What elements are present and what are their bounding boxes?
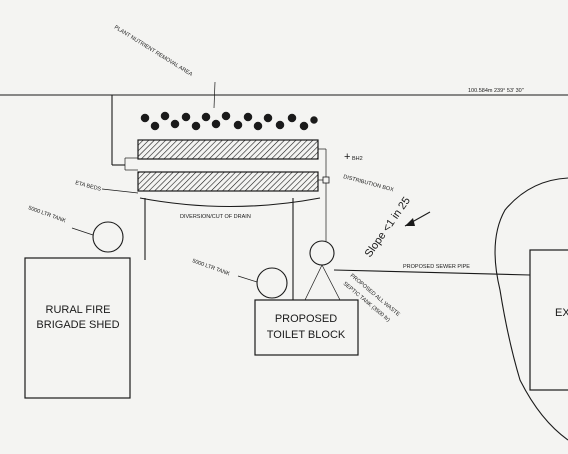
plant-area-leader <box>213 81 216 109</box>
eta-beds <box>124 139 319 192</box>
sewer-pipe-label: PROPOSED SEWER PIPE <box>403 264 470 270</box>
eta-bed-lower <box>137 171 319 192</box>
rural-fire-brigade-shed <box>24 257 131 399</box>
diversion-drain-label: DIVERSION/CUT OF DRAIN <box>180 214 251 220</box>
plant-area-label: PLANT NUTRIENT REMOVAL AREA <box>113 25 194 78</box>
survey-bearing-label: 100.584m 239° 53' 30" <box>468 88 524 94</box>
slope-indicator: Slope <1 in 25 <box>363 195 431 260</box>
toilet-block-label-line2: TOILET BLOCK <box>267 329 346 341</box>
tank-5000-left-leader <box>71 227 94 236</box>
tank-5000-mid-label: 5000 LTR TANK <box>191 258 230 277</box>
septic-tank <box>309 240 335 266</box>
diversion-drain <box>139 197 321 208</box>
tank-5000-mid <box>256 267 288 299</box>
existing-tree-outline <box>494 177 568 441</box>
proposed-toilet-block <box>254 299 359 356</box>
eta-beds-label: ETA BEDS <box>74 180 101 193</box>
proposed-sewer-pipe <box>333 269 531 276</box>
plant-shrubs <box>140 111 318 131</box>
bh2-label: BH2 <box>352 156 363 162</box>
rural-fire-label-line1: RURAL FIRE <box>46 304 111 316</box>
bh2-marker: + <box>344 151 350 163</box>
distribution-box <box>322 176 330 184</box>
eta-beds-leader <box>101 188 139 194</box>
tank-5000-mid-leader <box>237 275 258 283</box>
rural-fire-label-line2: BRIGADE SHED <box>36 319 119 331</box>
tank-5000-left <box>92 221 124 253</box>
slope-label: Slope <1 in 25 <box>363 195 413 260</box>
distribution-box-label: DISTRIBUTION BOX <box>342 174 394 193</box>
existing-building-label: EX <box>555 307 568 319</box>
existing-building <box>529 249 568 391</box>
toilet-block-label-line1: PROPOSED <box>275 313 337 325</box>
eta-bed-upper <box>137 139 319 160</box>
tank-5000-left-label: 5000 LTR TANK <box>27 205 66 224</box>
